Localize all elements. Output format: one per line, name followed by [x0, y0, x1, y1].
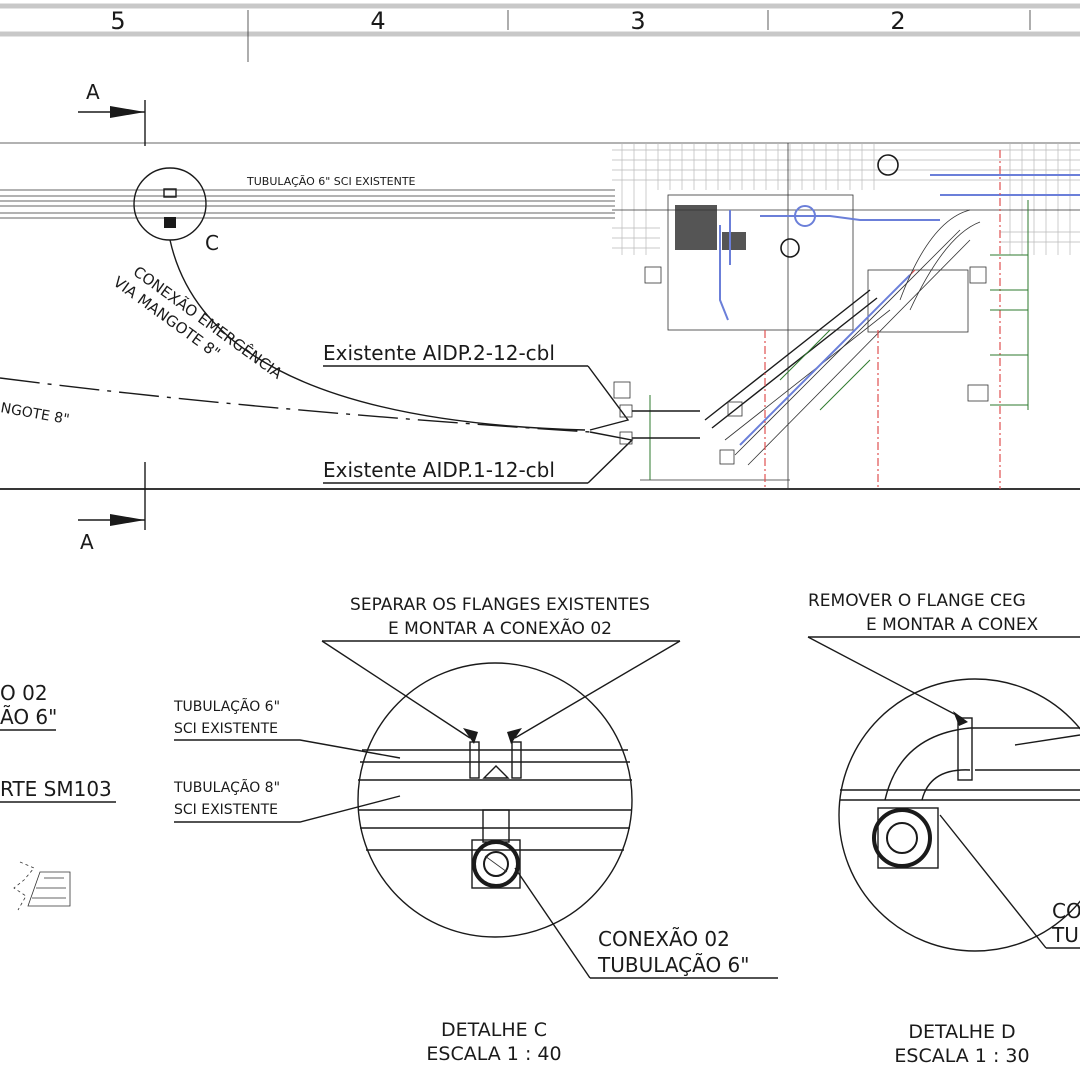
left-partial-callouts: O 02 ÃO 6" RTE SM103: [0, 681, 116, 911]
detail-c-pipe8-line2: SCI EXISTENTE: [174, 802, 278, 818]
section-marker-bottom: A: [78, 462, 146, 554]
zone-number-2: 2: [890, 7, 905, 35]
zone-number-3: 3: [630, 7, 645, 35]
detail-d-note-line2: E MONTAR A CONEX: [866, 615, 1039, 635]
aidp1-label: Existente AIDP.1-12-cbl: [323, 458, 555, 482]
detail-d: REMOVER O FLANGE CEG E MONTAR A CONEX CO…: [807, 591, 1080, 1067]
existing-pipe-bundle: [0, 189, 615, 219]
aidp2-callout: Existente AIDP.2-12-cbl: [323, 341, 630, 431]
emergency-line1: CONEXÃO EMERGÊNCIA: [130, 262, 287, 383]
section-marker-top: A: [78, 80, 146, 146]
detail-c-marker: C: [133, 167, 219, 255]
section-label-top: A: [86, 80, 100, 104]
zone-ruler: 5 4 3 2: [0, 3, 1080, 62]
zone-number-4: 4: [370, 7, 385, 35]
left-partial-line2: ÃO 6": [0, 705, 57, 729]
detail-c-conn-line2: TUBULAÇÃO 6": [597, 953, 749, 977]
detail-c-pipe6-line1: TUBULAÇÃO 6": [173, 698, 280, 715]
detail-d-scale: ESCALA 1 : 30: [894, 1045, 1029, 1067]
detail-c-marker-label: C: [205, 231, 219, 255]
left-partial-line1: O 02: [0, 681, 48, 705]
detail-d-side-line1: CO: [1052, 899, 1080, 923]
aidp1-callout: Existente AIDP.1-12-cbl: [323, 431, 634, 484]
detail-d-side-line2: TU: [1051, 923, 1079, 947]
detail-c-note-line1: SEPARAR OS FLANGES EXISTENTES: [350, 595, 650, 615]
detail-d-title: DETALHE D: [908, 1021, 1015, 1043]
section-label-bottom: A: [80, 530, 94, 554]
mangote-partial-label: NGOTE 8": [0, 400, 71, 428]
detail-c-scale: ESCALA 1 : 40: [426, 1043, 561, 1065]
floor-grid: [612, 143, 1080, 255]
zone-number-5: 5: [110, 7, 125, 35]
detail-c-title: DETALHE C: [441, 1019, 547, 1041]
detail-c-pipe8-line1: TUBULAÇÃO 8": [173, 779, 280, 796]
detail-c-pipe6-line2: SCI EXISTENTE: [174, 721, 278, 737]
pump-station: [612, 143, 1080, 489]
emergency-connection-label: CONEXÃO EMERGÊNCIA VIA MANGOTE 8": [110, 262, 287, 383]
detail-c-conn-line1: CONEXÃO 02: [598, 927, 730, 951]
detail-c: SEPARAR OS FLANGES EXISTENTES E MONTAR A…: [173, 595, 778, 1065]
left-partial-line3: RTE SM103: [0, 777, 112, 801]
detail-c-note-line2: E MONTAR A CONEXÃO 02: [388, 617, 612, 639]
pipe-6-existing-label: TUBULAÇÃO 6" SCI EXISTENTE: [246, 175, 416, 188]
detail-d-note-line1: REMOVER O FLANGE CEG: [808, 591, 1026, 611]
aidp2-label: Existente AIDP.2-12-cbl: [323, 341, 555, 365]
